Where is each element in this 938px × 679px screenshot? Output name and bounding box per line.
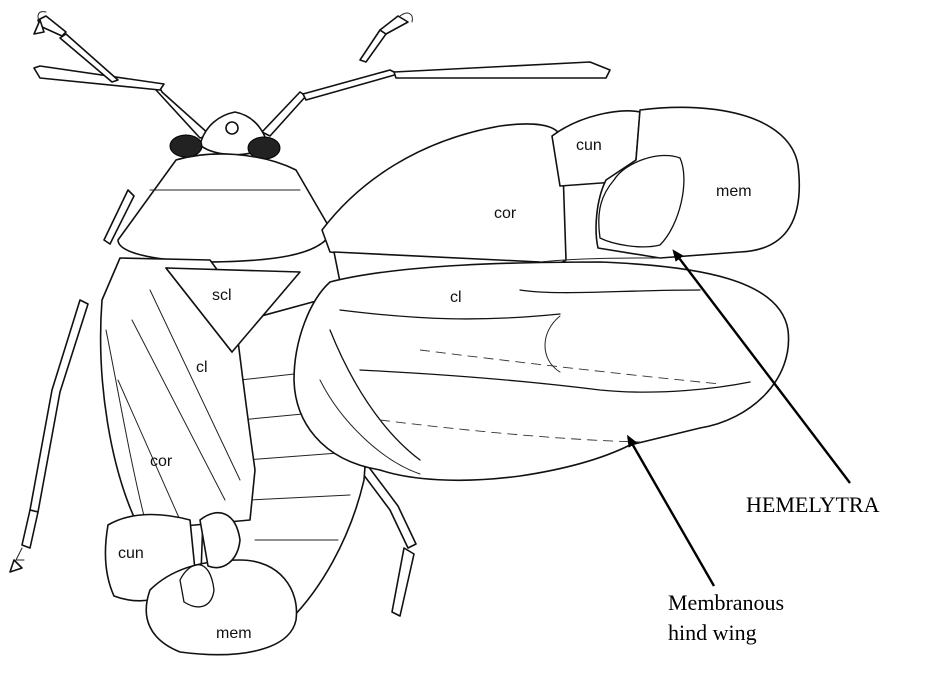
- antenna-left: [34, 12, 210, 138]
- callout-hind-wing-line2: hind wing: [668, 620, 757, 645]
- antenna-right: [262, 13, 610, 136]
- label-cun-hemelytron: cun: [576, 137, 602, 154]
- callout-hemelytra: HEMELYTRA: [746, 492, 880, 517]
- compound-eye-left: [170, 135, 202, 157]
- label-mem-hemelytron: mem: [716, 183, 752, 200]
- label-cor-left: cor: [150, 453, 173, 470]
- label-cl-hemelytron: cl: [450, 289, 462, 306]
- hind-wing-pointer: [630, 440, 714, 586]
- label-mem-left: mem: [216, 625, 252, 642]
- pronotum: [118, 154, 332, 262]
- label-cl-left: cl: [196, 359, 208, 376]
- hind-wing: [294, 262, 789, 480]
- label-cun-left: cun: [118, 545, 144, 562]
- callout-hind-wing-line1: Membranous: [668, 590, 784, 615]
- label-scl: scl: [212, 287, 232, 304]
- label-cor-hemelytron: cor: [494, 205, 517, 222]
